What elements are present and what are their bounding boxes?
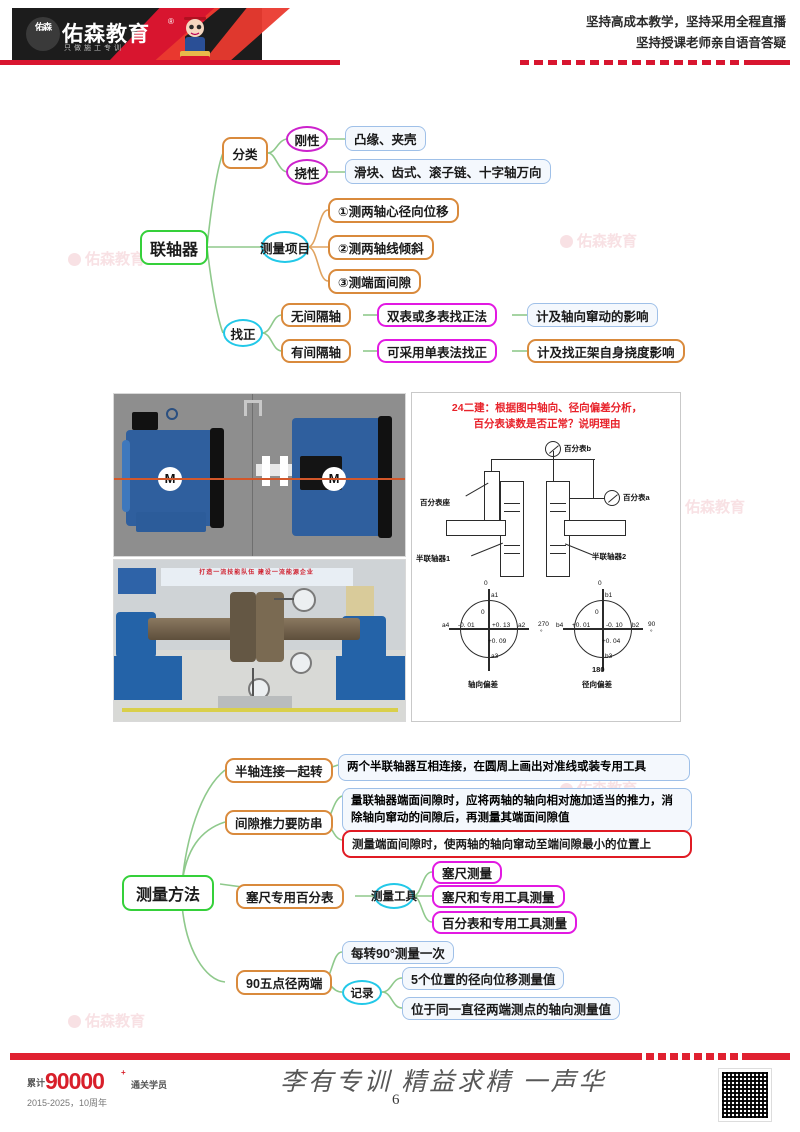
mindmap-root-coupling[interactable]: 联轴器 [140,230,208,265]
logo-wordmark: 佑森教育 [62,23,150,46]
mindmap-record-item-2[interactable]: 位于同一直径两端测点的轴向测量值 [402,997,621,1020]
header-rule-end [745,60,790,65]
mindmap-alignment-cond-1[interactable]: 无间隔轴 [281,303,352,327]
radial-caption: 径向偏差 [582,680,612,689]
label-dial-base: 百分表座 [420,498,450,507]
header-rule [0,60,800,66]
footer-rule-dashes [634,1053,754,1060]
mindmap-node-measure-items[interactable]: 测量项目 [260,231,310,263]
figure-lab-dial-indicators: 打造一流技能队伍 建设一流能源企业 [113,559,406,722]
header-rule-solid [0,60,340,65]
logo-tagline: 只做施工专训 [64,45,124,52]
radial-deg-270-symbol: ° [540,629,543,636]
mindmap-node-classification[interactable]: 分类 [222,137,268,169]
mindmap-root-measurement-method[interactable]: 测量方法 [122,875,214,911]
mindmap-node-rotate-90[interactable]: 每转90°测量一次 [342,941,454,964]
mindmap-note-gap-thrust-2[interactable]: 测量端面间隙时，使两轴的轴向窜动至端间隙最小的位置上 [342,830,692,858]
header-rule-dashes [520,60,790,65]
axial-left-label: a4 [442,622,450,629]
footer-count-plus: + [121,1068,126,1077]
label-half-coupling-1: 半联轴器1 [416,554,451,563]
axial-value-bottom: +0. 09 [488,638,507,645]
mindmap-detail-rigid[interactable]: 凸缘、夹壳 [345,126,426,151]
mindmap-node-feeler-dial[interactable]: 塞尺专用百分表 [236,884,344,909]
lab-banner-text: 打造一流技能队伍 建设一流能源企业 [160,568,353,586]
mindmap-alignment-cond-2[interactable]: 有间隔轴 [281,339,352,363]
registered-mark-icon: ® [168,17,174,26]
header-slogan: 坚持高成本教学，坚持采用全程直播 坚持授课老师亲自语音答疑 [586,12,786,54]
footer-count-suffix: 通关学员 [131,1080,168,1090]
mindmap-measure-item-1[interactable]: ①测两轴心径向位移 [328,198,459,223]
mindmap-tool-item-1[interactable]: 塞尺测量 [432,861,503,884]
mindmap-node-record[interactable]: 记录 [342,980,382,1005]
mindmap-node-90-five-points[interactable]: 90五点径两端 [236,970,333,995]
footer-count-prefix: 累计 [27,1078,46,1088]
schematic-title-line-2: 百分表读数是否正常？说明理由 [473,418,621,430]
schematic-title: 24二建：根据图中轴向、径向偏差分析， 百分表读数是否正常？说明理由 [420,400,674,432]
axial-top-label: a1 [491,592,499,599]
page-header: 佑森 佑森教育 ® 只做施工专训 坚持高成本教学，坚持采用全程直播 坚持授课老师… [0,0,800,72]
mindmap-note-half-shaft[interactable]: 两个半联轴器互相连接，在圆周上画出对准线或装专用工具 [338,754,690,781]
mindmap-node-measuring-tools[interactable]: 测量工具 [371,883,417,909]
figure-motor-alignment: M M [113,393,406,557]
mindmap-node-alignment[interactable]: 找正 [223,319,263,347]
radial-deg-90: 90 [648,621,656,628]
watermark: 佑森教育 [68,248,145,269]
mindmap-node-rigid[interactable]: 刚性 [286,126,328,152]
mindmap-node-gap-thrust[interactable]: 间隙推力要防串 [225,810,333,835]
axial-value-right: +0. 13 [492,622,511,629]
radial-deg-90-symbol: ° [650,629,653,636]
mindmap-alignment-note-2[interactable]: 计及找正架自身挠度影响 [527,339,685,363]
radial-deg-270: 270 [538,621,549,628]
axial-right-label: a2 [518,622,526,629]
mindmap-alignment-method-1[interactable]: 双表或多表找正法 [377,303,498,327]
schematic-title-line-1: 24二建：根据图中轴向、径向偏差分析， [451,402,643,414]
mindmap-record-item-1[interactable]: 5个位置的径向位移测量值 [402,967,565,990]
page-number: 6 [392,1092,400,1108]
radial-deg-180: 180 [592,665,605,674]
footer-years: 2015-2025，10周年 [27,1098,108,1108]
radial-value-left: +0. 01 [572,622,591,629]
mindmap-alignment-method-2[interactable]: 可采用单表法找正 [377,339,498,363]
axial-caption: 轴向偏差 [468,680,498,689]
qr-code-icon[interactable] [718,1068,772,1122]
radial-value-inner-top: 0 [595,609,599,616]
mindmap-detail-flexible[interactable]: 滑块、齿式、滚子链、十字轴万向 [345,159,551,184]
footer-rule-end [750,1053,790,1060]
mindmap-node-flexible[interactable]: 挠性 [286,159,328,185]
header-slogan-line-2: 坚持授课老师亲自语音答疑 [635,36,786,50]
mindmap-measure-item-3[interactable]: ③测端面间隙 [328,269,422,294]
mindmap-node-half-shaft-rotate[interactable]: 半轴连接一起转 [225,758,333,783]
radial-left-label: b4 [556,622,564,629]
mindmap-alignment-note-1[interactable]: 计及轴向窜动的影响 [527,303,658,327]
radial-right-label: b2 [632,622,640,629]
mindmap-tool-item-2[interactable]: 塞尺和专用工具测量 [432,885,565,908]
radial-top-label: b1 [605,592,613,599]
label-half-coupling-2: 半联轴器2 [592,552,627,561]
radial-value-right: -0. 10 [606,622,623,629]
axial-value-inner-top: 0 [481,609,485,616]
mindmap-measure-item-2[interactable]: ②测两轴线倾斜 [328,235,434,260]
axial-top-zero: 0 [484,580,488,587]
footer-signature: 李有专训 精益求精 一声华 [280,1069,607,1096]
label-dial-a: 百分表a [623,493,650,502]
label-dial-b: 百分表b [564,444,592,453]
axial-bottom-label: a3 [491,653,499,660]
header-slogan-line-1: 坚持高成本教学，坚持采用全程直播 [585,15,786,29]
footer-rule [10,1053,650,1060]
mindmap-note-gap-thrust-1[interactable]: 量联轴器端面间隙时，应将两轴的轴向相对施加适当的推力，消除轴向窜动的间隙后，再测… [342,788,692,832]
mascot-icon [180,12,210,61]
watermark: 佑森教育 [560,230,637,251]
mindmap-tool-item-3[interactable]: 百分表和专用工具测量 [432,911,578,934]
radial-value-bottom: +0. 04 [602,638,621,645]
watermark: 佑森教育 [68,1010,145,1031]
axial-value-left: -0. 01 [458,622,475,629]
figure-exam-schematic: 24二建：根据图中轴向、径向偏差分析， 百分表读数是否正常？说明理由 百分表b … [411,392,681,722]
dial-indicator-a-icon [604,490,620,506]
logo-seal-icon: 佑森 [26,17,60,51]
radial-bottom-label: b3 [605,653,613,660]
radial-top-zero: 0 [598,580,602,587]
footer-count: 90000 [45,1068,105,1094]
